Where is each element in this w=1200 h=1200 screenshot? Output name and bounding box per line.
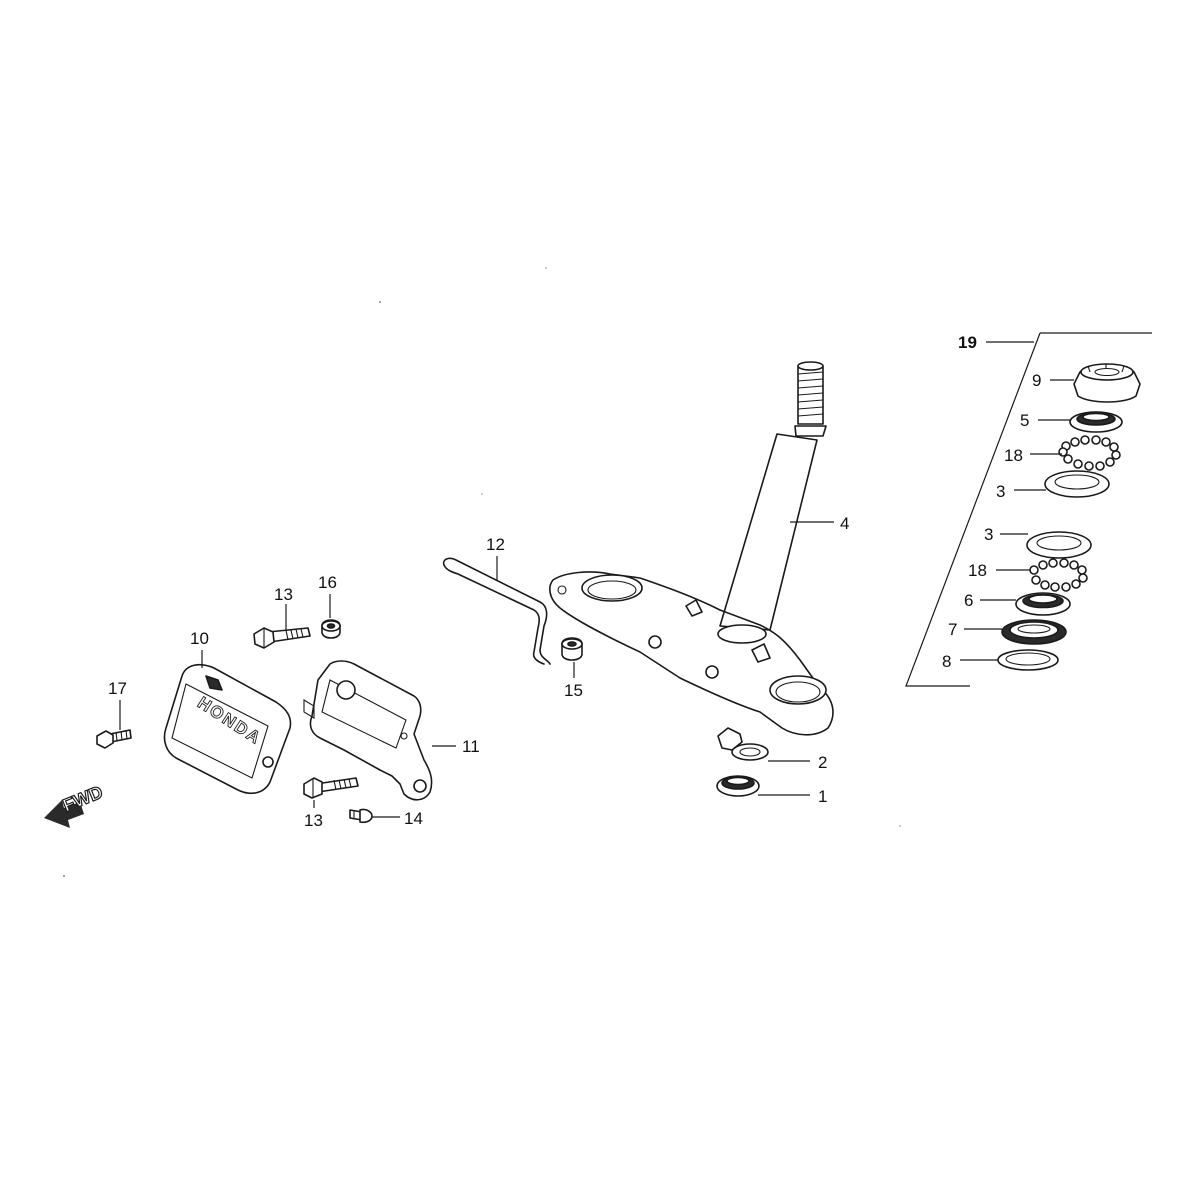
label-part-19: 19	[958, 333, 977, 352]
lock-washer-part-2	[717, 727, 769, 761]
label-part-6: 6	[964, 591, 973, 610]
ball-race-part-3-upper	[1044, 470, 1110, 498]
steel-ball-ring-part-18-lower	[1029, 558, 1088, 592]
bolt-part-17	[96, 729, 132, 749]
bolt-part-13-upper	[253, 627, 311, 649]
bracket-part-11	[303, 660, 433, 801]
bolt-part-13-lower	[303, 777, 359, 799]
cover-part-10: HONDA	[163, 663, 292, 795]
label-part-10: 10	[190, 629, 209, 648]
ball-race-part-3-lower	[1026, 531, 1092, 559]
forward-direction-indicator: FWD	[44, 781, 106, 828]
label-part-2: 2	[818, 753, 827, 772]
top-cone-race-part-5	[1069, 411, 1123, 433]
label-part-18-lower: 18	[968, 561, 987, 580]
label-part-12: 12	[486, 535, 505, 554]
part-labels: 1 2 4 19 9 5 18 3 3 18 6 7 8 10 11 12 13…	[108, 333, 1041, 830]
label-part-13-lower: 13	[304, 811, 323, 830]
label-part-13-upper: 13	[274, 585, 293, 604]
washer-part-8	[997, 649, 1059, 671]
bottom-cone-race-part-6	[1015, 592, 1071, 616]
forward-arrow-icon	[44, 800, 84, 828]
label-part-5: 5	[1020, 411, 1029, 430]
label-part-9: 9	[1032, 371, 1041, 390]
label-part-1: 1	[818, 787, 827, 806]
label-part-15: 15	[564, 681, 583, 700]
label-part-11: 11	[462, 737, 480, 756]
label-part-3-upper: 3	[996, 482, 1005, 501]
adjusting-nut-part-9	[1073, 363, 1141, 403]
collar-part-15	[561, 637, 583, 661]
label-part-18-upper: 18	[1004, 446, 1023, 465]
screw-part-14	[349, 808, 373, 824]
label-part-4: 4	[840, 514, 849, 533]
label-part-7: 7	[948, 620, 957, 639]
wire-clip-part-12	[442, 557, 551, 665]
dust-seal-part-1	[716, 775, 760, 797]
label-part-8: 8	[942, 652, 951, 671]
bearing-kit-part-19	[905, 332, 1152, 687]
steel-ball-ring-part-18-upper	[1058, 435, 1121, 471]
dust-seal-part-7	[1001, 619, 1067, 645]
label-part-16: 16	[318, 573, 337, 592]
label-part-14: 14	[404, 809, 423, 828]
label-part-17: 17	[108, 679, 127, 698]
scan-specks	[63, 267, 901, 877]
label-part-3-lower: 3	[984, 525, 993, 544]
washer-part-16	[321, 619, 341, 639]
steering-stem-part-4	[549, 361, 834, 736]
leader-lines	[119, 379, 1074, 818]
